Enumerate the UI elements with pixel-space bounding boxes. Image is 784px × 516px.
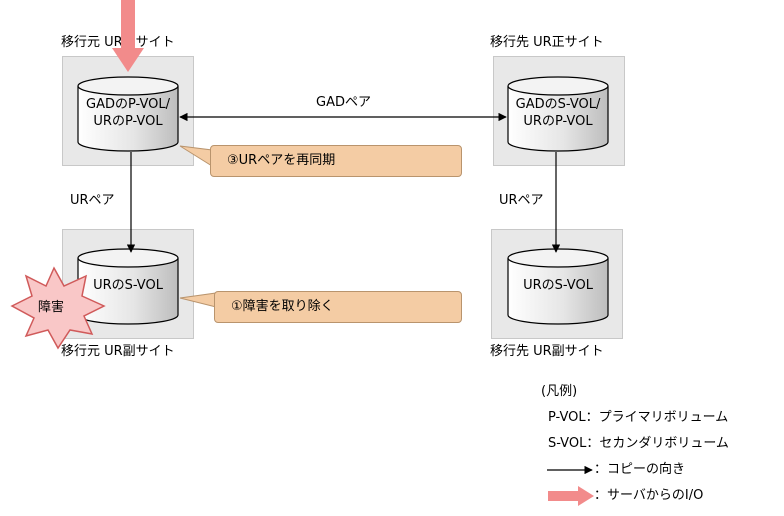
ur-svol-src-label: URのS-VOL — [93, 278, 163, 293]
cylinder-ur-svol-src — [77, 248, 179, 325]
legend-svol: S-VOL：セカンダリボリューム — [548, 436, 729, 451]
failure-burst-icon — [10, 266, 106, 350]
cylinder-gad-svol — [507, 76, 609, 152]
ur-pair-label-src: URペア — [70, 193, 115, 208]
site-label-dst-primary: 移行先 UR正サイト — [490, 35, 604, 50]
gad-pvol-line2: URのP-VOL — [93, 114, 163, 129]
cylinder-ur-svol-dst — [507, 248, 609, 325]
ur-svol-dst-label: URのS-VOL — [523, 278, 593, 293]
legend-copy-label: ：コピーの向き — [594, 462, 686, 477]
callout-resync: ③URペアを再同期 — [210, 145, 462, 177]
callout-pointer-resync — [179, 145, 213, 167]
gad-svol-line1: GADのS-VOL/ — [515, 97, 601, 112]
legend-io-label: ：サーバからのI/O — [594, 488, 704, 503]
legend-io-arrow — [548, 486, 594, 506]
gad-pair-label: GADペア — [316, 95, 371, 110]
gad-pvol-line1: GADのP-VOL/ — [86, 97, 170, 112]
server-io-arrow — [112, 0, 144, 72]
gad-svol-line2: URのP-VOL — [523, 114, 593, 129]
site-label-src-secondary: 移行元 UR副サイト — [61, 344, 175, 359]
cylinder-gad-pvol — [77, 76, 179, 152]
site-label-dst-secondary: 移行先 UR副サイト — [490, 344, 604, 359]
legend-title: (凡例) — [541, 384, 578, 399]
callout-remove-failure: ①障害を取り除く — [214, 291, 462, 323]
legend-pvol: P-VOL：プライマリボリューム — [548, 410, 729, 425]
gad-svol-label: GADのS-VOL/ URのP-VOL — [508, 96, 608, 130]
failure-label: 障害 — [38, 300, 65, 315]
callout-pointer-remove — [179, 292, 217, 308]
site-label-src-primary: 移行元 UR正サイト — [61, 35, 175, 50]
ur-pair-label-dst: URペア — [499, 193, 544, 208]
gad-pvol-label: GADのP-VOL/ URのP-VOL — [78, 96, 178, 130]
